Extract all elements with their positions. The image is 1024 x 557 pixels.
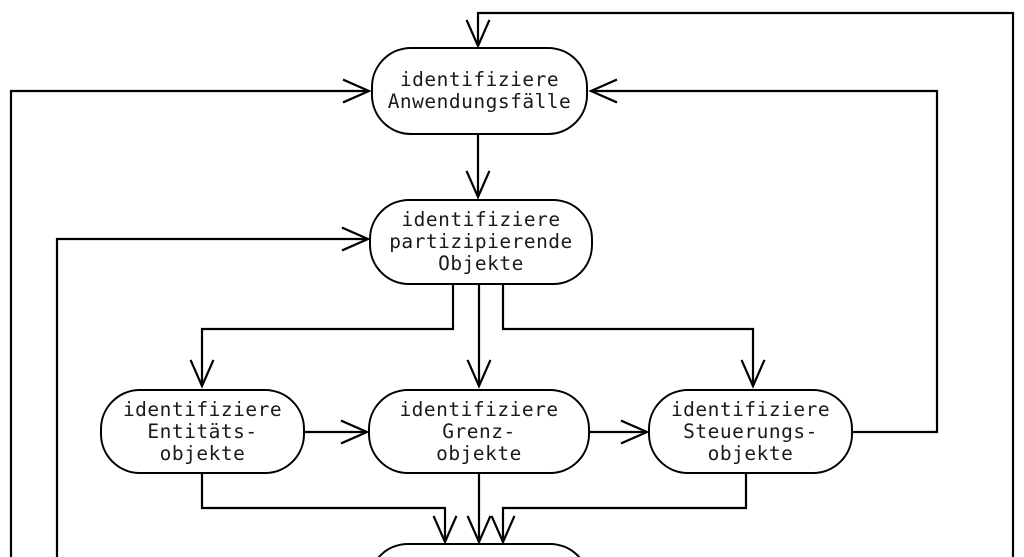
node-identify-participating-objects: identifiziere partizipierende Objekte (369, 199, 593, 285)
edge-control-to-bottom-arrowhead-down (490, 515, 516, 545)
edge-control-to-use-cases-arrowhead-left (588, 78, 618, 104)
edge-participating-to-control (501, 283, 755, 386)
edge-participating-to-control-arrowhead-down (740, 359, 766, 389)
edge-feedback-left-to-use-cases-arrowhead-right (342, 78, 372, 104)
edge-feedback-left-to-use-cases (9, 89, 368, 557)
edge-feedback-top-loop-arrowhead-down (465, 19, 491, 49)
edge-feedback-left-to-participating (55, 237, 367, 557)
edge-control-to-bottom (501, 472, 748, 542)
node-label-line: Grenz- (442, 419, 516, 443)
node-label-line: identifiziere (670, 397, 831, 421)
node-label-line: objekte (707, 441, 794, 465)
edge-feedback-left-to-participating-arrowhead-right (341, 226, 371, 252)
edge-control-to-use-cases (592, 89, 939, 434)
edge-entity-to-boundary-arrowhead-right (340, 419, 370, 445)
edge-feedback-top-loop (476, 11, 1015, 557)
node-label-line: objekte (436, 441, 522, 465)
node-label-line: Steuerungs- (683, 419, 818, 443)
node-label-line: partizipierende (389, 230, 573, 253)
node-identify-boundary-objects: identifiziere Grenz- objekte (368, 389, 590, 474)
edge-use-cases-to-participating-arrowhead-down (465, 170, 491, 200)
edge-entity-to-bottom (200, 472, 447, 542)
node-label-line: identifiziere (399, 68, 560, 91)
node-bottom-cut-off (368, 543, 590, 557)
node-identify-control-objects: identifiziere Steuerungs- objekte (648, 389, 853, 474)
node-label-line: identifiziere (399, 397, 559, 421)
node-label-line: Objekte (438, 252, 524, 275)
node-identify-use-cases: identifiziere Anwendungsfälle (371, 47, 588, 135)
node-label-line: Anwendungsfälle (387, 90, 572, 113)
edge-entity-to-bottom-arrowhead-down (432, 515, 458, 545)
node-identify-entity-objects: identifiziere Entitäts- objekte (100, 389, 305, 474)
edge-participating-to-boundary-arrowhead-down (466, 359, 492, 389)
node-label-line: objekte (159, 441, 246, 465)
edge-boundary-to-bottom-arrowhead-down (466, 515, 492, 545)
edge-participating-to-entity-arrowhead-down (189, 359, 215, 389)
node-label-line: identifiziere (122, 397, 283, 421)
node-label-line: identifiziere (401, 208, 561, 231)
edge-boundary-to-control-arrowhead-right (620, 419, 650, 445)
node-label-line: Entitäts- (147, 419, 258, 443)
edge-participating-to-entity (200, 283, 455, 386)
